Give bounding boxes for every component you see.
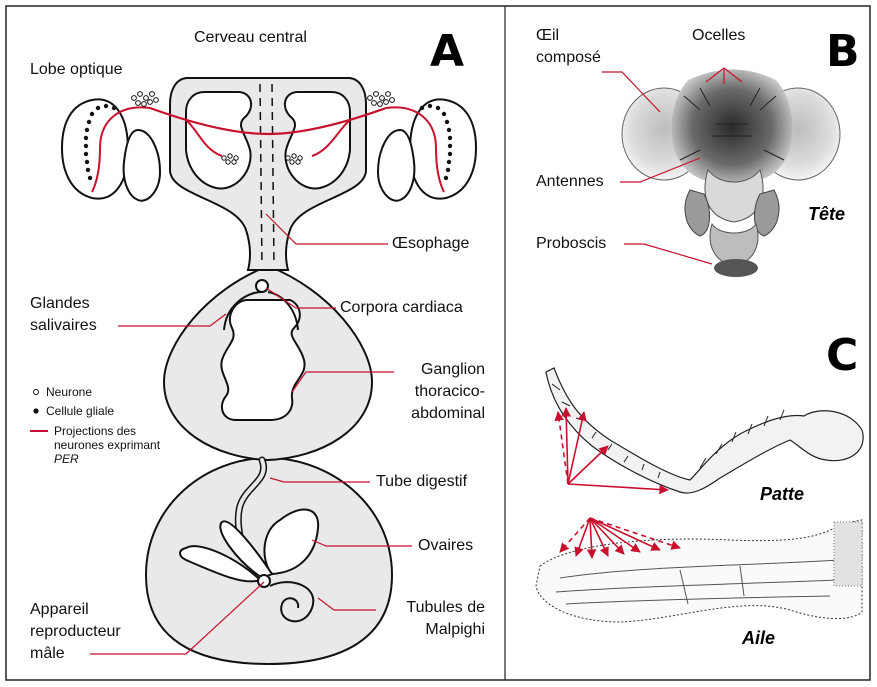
panel-b-drawing: [602, 68, 840, 277]
leader-proboscis: [624, 244, 712, 264]
wing-arrow-1: [560, 518, 590, 552]
organ-label-patte: Patte: [760, 484, 804, 505]
label-proboscis: Proboscis: [536, 234, 606, 253]
label-tube-digestif: Tube digestif: [376, 472, 467, 491]
panel-label-b: B: [826, 30, 860, 74]
label-antennes: Antennes: [536, 172, 604, 191]
leg-shape: [546, 368, 863, 493]
label-appareil-3: mâle: [30, 644, 65, 663]
legend-projections-3: PER: [54, 452, 79, 466]
label-ocelles: Ocelles: [692, 26, 745, 45]
panel-label-a: A: [430, 30, 464, 74]
legend-neurone: Neurone: [46, 385, 92, 399]
leg-arrow-5: [568, 484, 668, 490]
legend-neuron-symbol: [34, 390, 39, 395]
proboscis-tip: [714, 259, 758, 277]
label-lobe-optique: Lobe optique: [30, 60, 123, 79]
neuron-cluster-right-lobe: [368, 92, 395, 107]
panel-c-drawing: [536, 368, 863, 622]
optic-lobe-right-inner: [378, 130, 414, 201]
antenna-left: [685, 190, 710, 236]
label-appareil-1: Appareil: [30, 600, 89, 619]
corpora-cardiaca-body: [256, 280, 268, 292]
brain-hemisphere-left: [186, 92, 251, 188]
brain-hemisphere-right: [285, 92, 350, 188]
legend-projections-1: Projections des: [54, 424, 136, 438]
wing-hinge: [834, 522, 862, 586]
ganglion-outline: [221, 300, 304, 420]
legend-projections-2: neurones exprimant: [54, 438, 160, 452]
label-oeil-1: Œil: [536, 26, 559, 45]
legend-cellule-gliale: Cellule gliale: [46, 404, 114, 418]
head-capsule: [672, 70, 793, 185]
label-ganglion-1: Ganglion: [421, 360, 485, 379]
organ-label-aile: Aile: [742, 628, 775, 649]
label-ganglion-2: thoracico-: [415, 382, 485, 401]
panel-a-drawing: [30, 78, 476, 664]
label-ganglion-3: abdominal: [411, 404, 485, 423]
label-ovaires: Ovaires: [418, 536, 473, 555]
wing-shape: [536, 520, 862, 622]
neuron-cluster-left-lobe: [132, 92, 159, 107]
label-tubules-2: Malpighi: [425, 620, 485, 639]
label-corpora-cardiaca: Corpora cardiaca: [340, 298, 463, 317]
label-appareil-2: reproducteur: [30, 622, 121, 641]
leg-arrow-4: [568, 446, 608, 484]
label-cerveau-central: Cerveau central: [194, 28, 307, 47]
label-oeil-2: composé: [536, 48, 601, 67]
antenna-right: [754, 190, 779, 236]
label-oesophage: Œsophage: [392, 234, 469, 253]
panel-label-c: C: [826, 334, 858, 378]
label-glandes-2: salivaires: [30, 316, 97, 335]
label-tubules-1: Tubules de: [406, 598, 485, 617]
label-glandes-1: Glandes: [30, 294, 90, 313]
organ-label-tete: Tête: [808, 204, 845, 225]
optic-lobe-left-inner: [124, 130, 160, 201]
legend-glia-symbol: [33, 408, 38, 413]
